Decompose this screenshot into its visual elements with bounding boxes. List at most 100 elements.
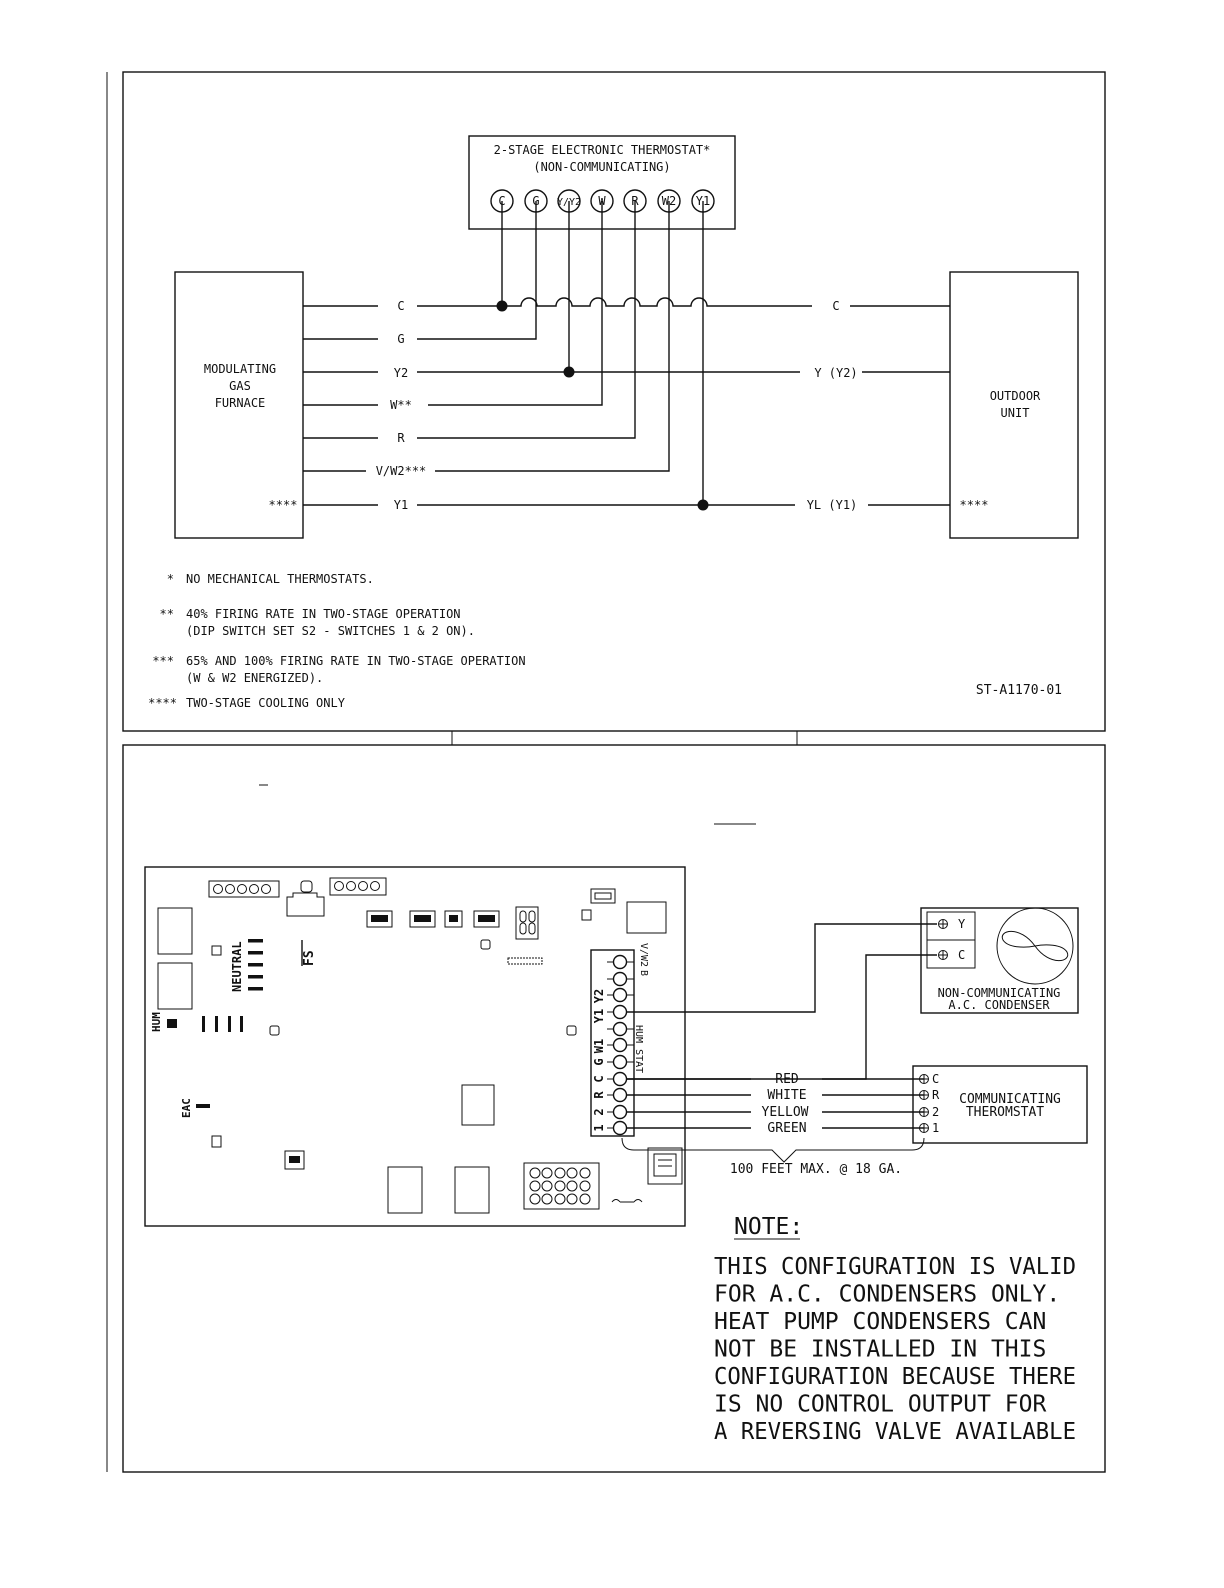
- board-jumper: [611, 1199, 643, 1203]
- board-fuse-inner: [594, 892, 612, 900]
- fs-label: FS: [302, 950, 317, 966]
- diagram1-junction-c: [496, 300, 508, 312]
- rj-jack: [647, 1147, 683, 1185]
- board-relay-4: [454, 1166, 490, 1214]
- diagram1-junction-y2: [563, 366, 575, 378]
- diagram1-outdoor-wire-yl: YL (Y1): [807, 498, 858, 512]
- diagram1-wire-vw2: [435, 201, 670, 472]
- diagram1-drawing-id: ST-A1170-01: [976, 683, 1062, 698]
- comm-thermostat-box: [912, 1065, 1088, 1144]
- diagram1-note2-mark: **: [160, 607, 174, 621]
- terminal-label-r: R: [592, 1091, 606, 1099]
- wire-length-note: 100 FEET MAX. @ 18 GA.: [730, 1162, 902, 1177]
- diagram1-note1-mark: *: [167, 572, 174, 586]
- comm-terminal-label-2: 2: [932, 1105, 939, 1119]
- dip-switch-2: [409, 910, 436, 928]
- diagram1-furnace-label-3: FURNACE: [215, 396, 266, 410]
- diagram1-thermostat-title: 2-STAGE ELECTRONIC THERMOSTAT*: [494, 143, 711, 157]
- terminal-label-b: B: [638, 970, 649, 976]
- diagram1-outdoor-label-1: OUTDOOR: [990, 389, 1041, 403]
- wire-label-green: GREEN: [767, 1121, 806, 1136]
- frame-connector: [451, 730, 798, 746]
- diagram1-wire-w: [428, 201, 603, 406]
- note-line: CONFIGURATION BECAUSE THERE: [714, 1364, 1076, 1390]
- note-line: A REVERSING VALVE AVAILABLE: [714, 1419, 1076, 1445]
- diagram1-outdoor-wire-y: Y (Y2): [814, 366, 857, 380]
- diagram1-furnace-wire-y2: Y2: [394, 366, 408, 380]
- comm-terminal-label-1: 1: [932, 1121, 939, 1135]
- neutral-terminals: [248, 939, 263, 991]
- diagram1-furnace-label-1: MODULATING: [204, 362, 276, 376]
- condenser-terminal-c-screw: [938, 950, 948, 960]
- diagram1-thermostat-subtitle: (NON-COMMUNICATING): [533, 160, 670, 174]
- board-connector-top-mid: [329, 877, 387, 896]
- board-component: [269, 1025, 280, 1036]
- seven-segment-display: [515, 906, 539, 940]
- diagram1-junction-y1: [697, 499, 709, 511]
- condenser-terminal-c: C: [958, 948, 965, 962]
- diagram1-wire-r: [417, 201, 636, 439]
- diagram1-note1-line1: NO MECHANICAL THERMOSTATS.: [186, 572, 374, 586]
- note-line: IS NO CONTROL OUTPUT FOR: [714, 1392, 1046, 1418]
- board-connector-grid: [523, 1162, 600, 1210]
- diagram1-outdoor-box: [949, 271, 1079, 539]
- diagram1-outdoor-footnote: ****: [960, 498, 989, 512]
- terminal-label-vw2: V/W2: [638, 943, 649, 967]
- comm-terminal-label-c: C: [932, 1072, 939, 1086]
- diagram1-outdoor-wire-c: C: [832, 299, 839, 313]
- board-chip: [461, 1084, 495, 1126]
- eac-terminal: [196, 1104, 210, 1108]
- diagram1-note4-mark: ****: [148, 696, 177, 710]
- terminal-label-2: 2: [592, 1108, 606, 1115]
- neutral-label: NEUTRAL: [230, 941, 244, 992]
- note-line: FOR A.C. CONDENSERS ONLY.: [714, 1282, 1060, 1308]
- diagram1-outdoor-label-2: UNIT: [1001, 406, 1030, 420]
- note-line: NOT BE INSTALLED IN THIS: [714, 1337, 1046, 1363]
- note-line: THIS CONFIGURATION IS VALID: [714, 1254, 1076, 1280]
- board-component: [211, 1135, 222, 1148]
- board-fuse: [590, 888, 616, 904]
- diagram1-note2-line2: (DIP SWITCH SET S2 - SWITCHES 1 & 2 ON).: [186, 624, 475, 638]
- diagram1-note3-line1: 65% AND 100% FIRING RATE IN TWO-STAGE OP…: [186, 654, 526, 668]
- hum-label: HUM: [150, 1012, 163, 1032]
- condenser-terminal-y: Y: [958, 917, 966, 931]
- terminal-label-y1: Y1: [592, 1009, 606, 1023]
- terminal-label-c: C: [592, 1075, 606, 1082]
- board-component: [211, 945, 222, 956]
- hum-stat-label: HUM STAT: [633, 1025, 644, 1073]
- wire-label-white: WHITE: [767, 1088, 806, 1103]
- diagram1-note3-mark: ***: [152, 654, 174, 668]
- comm-thermostat-label-1: COMMUNICATING: [959, 1092, 1061, 1107]
- board-connector-plug: [286, 892, 325, 917]
- diagram1-furnace-footnote: ****: [269, 498, 298, 512]
- wire-label-yellow: YELLOW: [762, 1105, 809, 1120]
- wire-label-red: RED: [775, 1072, 799, 1087]
- board-connector-top-left: [208, 880, 280, 898]
- fan-icon: [996, 907, 1074, 985]
- diagram1-furnace-wire-w: W**: [390, 398, 412, 412]
- board-header-strip: [507, 957, 543, 965]
- board-relay-2: [157, 962, 193, 1010]
- diagram1-note2-line1: 40% FIRING RATE IN TWO-STAGE OPERATION: [186, 607, 461, 621]
- note-line: HEAT PUMP CONDENSERS CAN: [714, 1309, 1046, 1335]
- condenser-terminal-y-screw: [938, 919, 948, 929]
- diagram1-furnace-wire-g: G: [397, 332, 404, 346]
- board-component: [480, 939, 491, 950]
- board-component: [300, 880, 313, 893]
- comm-terminal-label-r: R: [932, 1088, 940, 1102]
- board-transformer: [626, 901, 667, 934]
- diagram1-note4-line1: TWO-STAGE COOLING ONLY: [186, 696, 346, 710]
- dip-switch-5: [284, 1150, 305, 1170]
- diagram1-furnace-wire-vw2: V/W2***: [376, 464, 427, 478]
- terminal-label-1: 1: [592, 1124, 606, 1131]
- board-relay-3: [387, 1166, 423, 1214]
- dip-switch-3: [444, 910, 463, 928]
- diagram1-furnace-box: [174, 271, 304, 539]
- diagram1-furnace-wire-r: R: [397, 431, 405, 445]
- diagram1-furnace-label-2: GAS: [229, 379, 251, 393]
- dip-switch-1: [366, 910, 393, 928]
- diagram1-wire-g: [417, 201, 537, 340]
